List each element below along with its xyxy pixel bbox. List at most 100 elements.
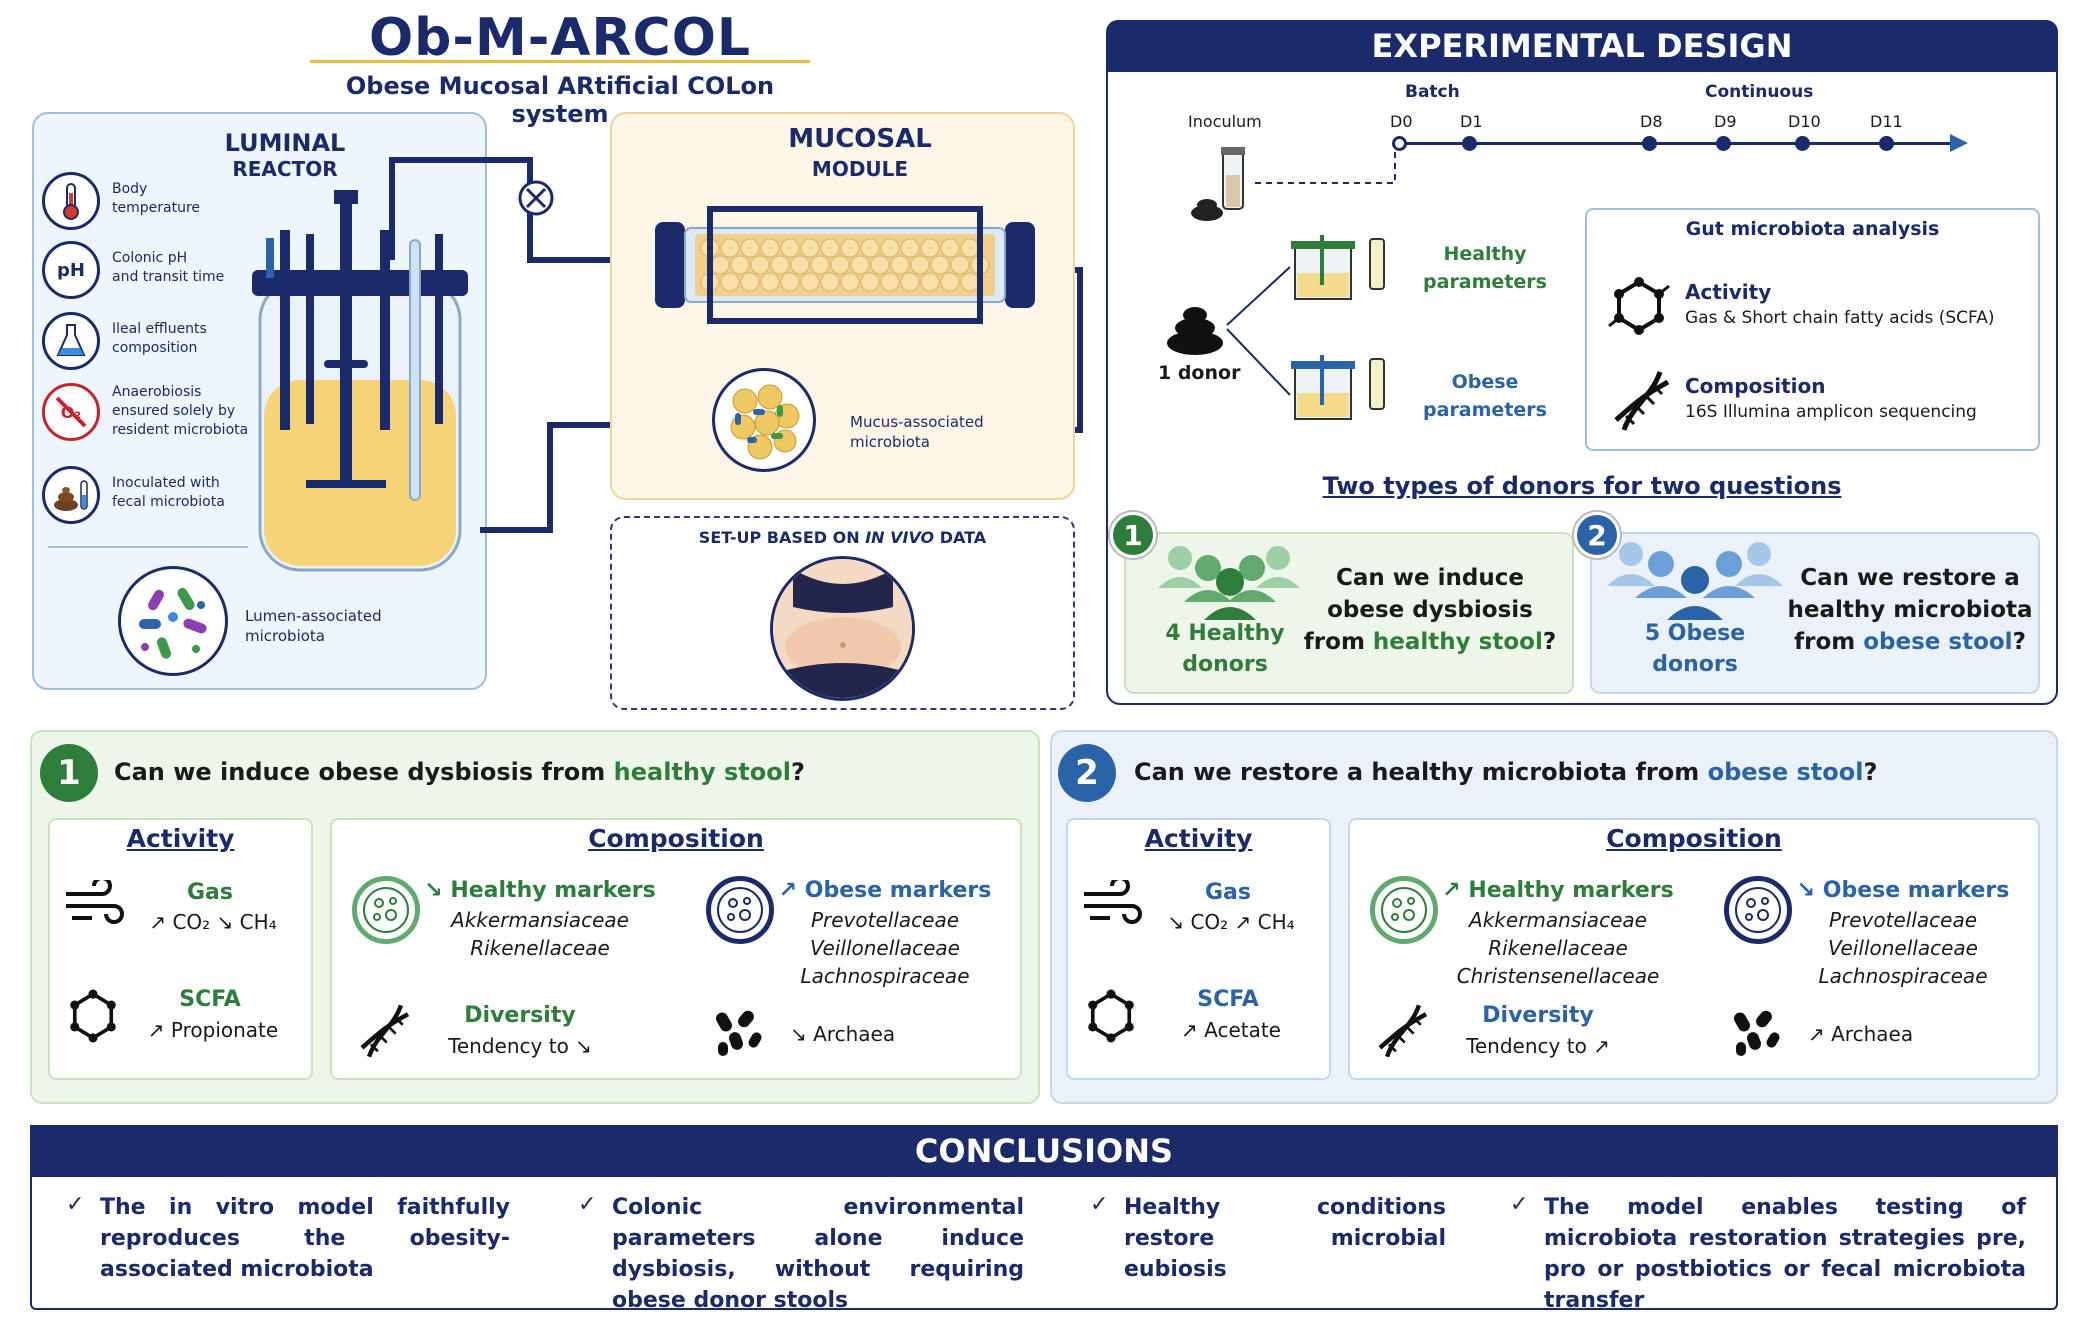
timeline-dot (1392, 136, 1407, 151)
results-1-gas-values: ↗ CO₂ ↘ CH₄ (149, 910, 277, 934)
day-d8: D8 (1640, 112, 1663, 131)
results-1-healthy-markers: ↘ Healthy markers (424, 878, 656, 903)
mucosal-module-title: MUCOSAL MODULE (788, 124, 932, 181)
check-icon: ✓ (66, 1192, 85, 1217)
results-1-activity-title: Activity (126, 824, 235, 853)
obese-body-icon (770, 556, 915, 701)
question-1-text: Can we induce obese dysbiosis from healt… (1303, 565, 1557, 655)
flask-icon (42, 312, 100, 370)
title-underline (310, 60, 810, 63)
dna-icon (1614, 371, 1670, 431)
timeline-arrow-icon (1950, 134, 1968, 152)
lumen-microbiota-icon (118, 566, 228, 676)
invivo-label: SET-UP BASED ON IN VIVO DATA (698, 528, 987, 547)
donor-branching (1167, 235, 1385, 420)
activity-sub: Gas & Short chain fatty acids (SCFA) (1685, 308, 1995, 328)
page-subtitle: Obese Mucosal ARtificial COLon system (345, 72, 775, 128)
day-d0: D0 (1390, 112, 1413, 131)
ph-clock-icon: pH (42, 241, 100, 299)
healthy-donors-icon (1158, 546, 1300, 620)
day-d10: D10 (1788, 112, 1821, 131)
conclusion-3: Healthy conditions restore microbial eub… (1124, 1195, 1446, 1282)
results-2-obese-markers: ↘ Obese markers (1796, 878, 2010, 903)
results-2-question: Can we restore a healthy microbiota from… (1134, 758, 1878, 786)
mucosal-module-panel (610, 112, 1075, 500)
petri-dish-icon (1724, 876, 1792, 944)
activity-heading: Activity (1685, 280, 1772, 304)
question-1-number: 1 (1110, 512, 1156, 558)
results-2-diversity-value: Tendency to ↗ (1466, 1034, 1610, 1058)
molecule-icon (1088, 989, 1134, 1043)
check-icon: ✓ (1510, 1192, 1529, 1217)
timeline-dot (1642, 136, 1657, 151)
wind-icon (66, 880, 124, 924)
results-1-obese-markers: ↗ Obese markers (778, 878, 992, 903)
luminal-reactor-title: LUMINAL REACTOR (224, 129, 346, 181)
experimental-design-title: EXPERIMENTAL DESIGN (1106, 20, 2058, 72)
results-2-composition-title: Composition (1606, 824, 1782, 853)
conclusion-2: Colonic environmental parameters alone i… (612, 1195, 1024, 1313)
obese-donors-icon (1607, 542, 1783, 620)
gut-microbiota-analysis-title: Gut microbiota analysis (1685, 218, 1940, 240)
stool-tube-icon (42, 466, 100, 524)
timeline-dot (1462, 136, 1477, 151)
divider (48, 546, 248, 548)
mucosal-cartridge (655, 206, 1035, 324)
timeline-axis (1398, 142, 1958, 145)
conclusion-1: The in vitro model faithfully reproduces… (100, 1195, 510, 1282)
molecule-icon (1608, 277, 1670, 335)
results-2-healthy-markers: ↗ Healthy markers (1442, 878, 1674, 903)
wind-icon (1084, 880, 1142, 924)
composition-sub: 16S Illumina amplicon sequencing (1685, 402, 1977, 422)
molecule-icon (70, 989, 116, 1043)
conclusions-title: CONCLUSIONS (30, 1125, 2058, 1177)
day-d1: D1 (1460, 112, 1483, 131)
results-1-archaea: ↘ Archaea (790, 1022, 896, 1046)
inoculum-label: Inoculum (1188, 112, 1262, 131)
results-2-composition-card (1348, 818, 2040, 1080)
results-2-diversity-title: Diversity (1482, 1003, 1594, 1028)
timeline-dot (1879, 136, 1894, 151)
day-d11: D11 (1870, 112, 1903, 131)
conclusion-4: The model enables testing of microbiota … (1544, 1195, 2026, 1313)
petri-dish-icon (1370, 876, 1438, 944)
continuous-label: Continuous (1705, 82, 1814, 102)
archaea-icon (716, 1010, 762, 1056)
results-2-scfa-title: SCFA (1197, 987, 1259, 1012)
thermometer-icon (42, 172, 100, 230)
results-2-activity-title: Activity (1144, 824, 1253, 853)
results-1-scfa-title: SCFA (179, 987, 241, 1012)
dna-icon (1378, 1004, 1428, 1058)
check-icon: ✓ (578, 1192, 597, 1217)
results-2-number: 2 (1058, 744, 1116, 802)
two-types-heading: Two types of donors for two questions (1322, 472, 1842, 500)
timeline-dot (1716, 136, 1731, 151)
inoculum-tube-icon (1191, 147, 1396, 221)
results-1-number: 1 (40, 744, 98, 802)
petri-dish-icon (352, 876, 420, 944)
mucus-microbiota-icon (712, 368, 816, 472)
dna-icon (360, 1004, 410, 1058)
page-title: Ob-M-ARCOL (368, 8, 752, 68)
results-1-question: Can we induce obese dysbiosis from healt… (114, 758, 805, 786)
check-icon: ✓ (1090, 1192, 1109, 1217)
question-2-number: 2 (1574, 512, 1620, 558)
results-1-gas-title: Gas (187, 880, 233, 905)
results-2-gas-values: ↘ CO₂ ↗ CH₄ (1167, 910, 1295, 934)
gut-microbiota-analysis-box (1585, 208, 2040, 451)
results-2-archaea: ↗ Archaea (1808, 1022, 1914, 1046)
question-2-text: Can we restore a healthy microbiota from… (1787, 565, 2033, 655)
day-d9: D9 (1714, 112, 1737, 131)
